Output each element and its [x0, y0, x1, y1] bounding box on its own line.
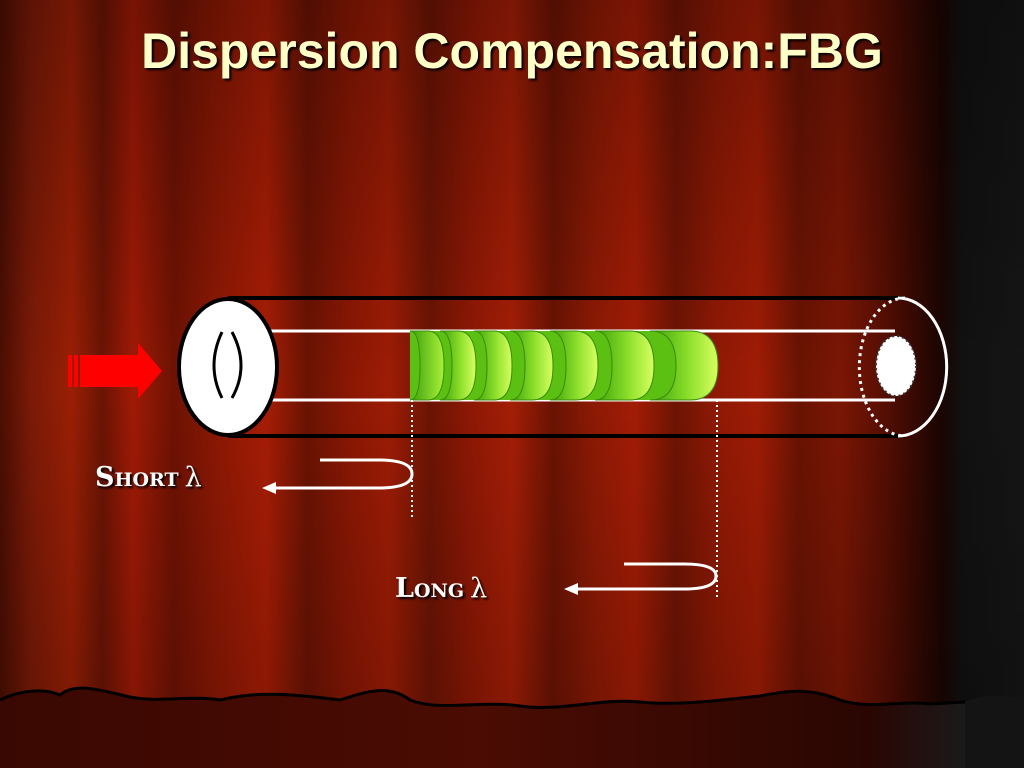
short-reflection-arrow-icon: [262, 458, 414, 494]
long-reflection-arrow-icon: [564, 562, 718, 595]
lambda-symbol: λ: [470, 573, 488, 604]
chirped-grating: [409, 330, 719, 401]
input-light-arrow: [68, 343, 162, 399]
fiber-front-face: [177, 297, 279, 437]
fiber-far-end: [857, 296, 949, 438]
long-label-text: Long: [395, 573, 465, 604]
fiber-cladding: [228, 296, 905, 438]
lambda-symbol: λ: [184, 462, 202, 493]
short-label-text: Short: [95, 462, 179, 493]
slide-title: Dispersion Compensation:FBG: [141, 23, 883, 79]
